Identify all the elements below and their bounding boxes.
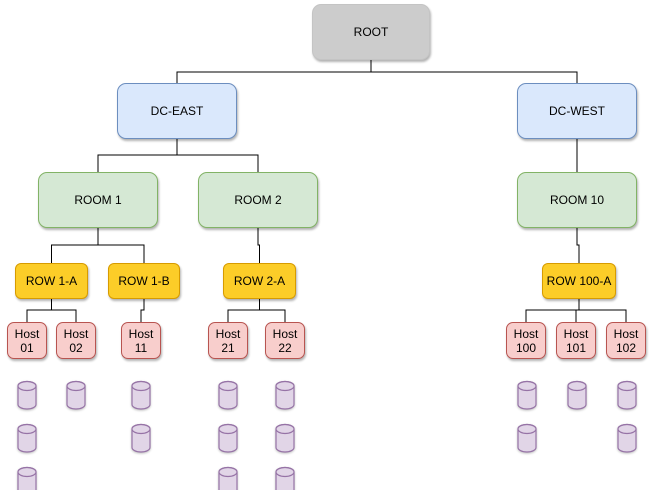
disk-icon bbox=[66, 380, 86, 410]
disk-cluster-host-101 bbox=[553, 380, 601, 410]
node-host-101: Host 101 bbox=[556, 322, 596, 359]
node-label: Host 100 bbox=[513, 326, 539, 355]
node-label: Host 02 bbox=[63, 326, 89, 355]
node-label: ROW 1-B bbox=[118, 274, 170, 288]
edge-line bbox=[176, 60, 372, 83]
node-row-2a: ROW 2-A bbox=[223, 263, 296, 299]
node-host-01: Host 01 bbox=[7, 322, 47, 359]
disk-icon bbox=[17, 423, 37, 453]
node-label: ROW 2-A bbox=[233, 274, 286, 288]
edge-line bbox=[176, 139, 259, 172]
disk-cluster-host-102 bbox=[603, 380, 649, 453]
node-label: DC-WEST bbox=[549, 104, 605, 118]
node-label: ROOM 10 bbox=[549, 193, 604, 207]
disk-cluster-host-02 bbox=[52, 380, 100, 410]
edge-line bbox=[578, 299, 627, 322]
disk-icon bbox=[218, 423, 238, 453]
node-host-21: Host 21 bbox=[208, 322, 248, 359]
node-label: Host 101 bbox=[563, 326, 589, 355]
edge-line bbox=[525, 299, 580, 322]
disk-icon bbox=[275, 380, 295, 410]
disk-icon bbox=[275, 466, 295, 490]
disk-icon bbox=[517, 380, 537, 410]
node-row-1b: ROW 1-B bbox=[108, 263, 180, 299]
disk-icon bbox=[617, 423, 637, 453]
edge-line bbox=[259, 299, 286, 322]
edge-line bbox=[257, 228, 260, 263]
node-label: ROOM 1 bbox=[74, 193, 122, 207]
disk-cluster-host-21 bbox=[204, 380, 252, 490]
edge-line bbox=[227, 299, 260, 322]
node-label: ROW 1-A bbox=[25, 274, 78, 288]
node-row-1a: ROW 1-A bbox=[15, 263, 88, 299]
node-label: Host 102 bbox=[613, 326, 639, 355]
node-label: Host 11 bbox=[128, 326, 154, 355]
node-label: ROOM 2 bbox=[234, 193, 282, 207]
disk-icon bbox=[567, 380, 587, 410]
edge-line bbox=[370, 60, 578, 83]
disk-cluster-host-22 bbox=[261, 380, 309, 490]
edge-line bbox=[97, 139, 178, 172]
node-row-100a: ROW 100-A bbox=[542, 263, 616, 299]
disk-icon bbox=[131, 423, 151, 453]
disk-icon bbox=[17, 380, 37, 410]
edge-line bbox=[51, 228, 99, 263]
node-room-10: ROOM 10 bbox=[517, 172, 637, 228]
node-room-2: ROOM 2 bbox=[198, 172, 318, 228]
node-label: ROOT bbox=[353, 25, 389, 39]
disk-cluster-host-01 bbox=[3, 380, 51, 490]
disk-cluster-host-100 bbox=[503, 380, 551, 453]
node-label: ROW 100-A bbox=[546, 274, 612, 288]
disk-icon bbox=[131, 380, 151, 410]
disk-icon bbox=[17, 466, 37, 490]
disk-cluster-host-11 bbox=[117, 380, 165, 453]
disk-icon bbox=[617, 380, 637, 410]
edge-line bbox=[97, 228, 145, 263]
disk-icon bbox=[218, 380, 238, 410]
edge-line bbox=[51, 299, 77, 322]
node-host-02: Host 02 bbox=[56, 322, 96, 359]
disk-icon bbox=[218, 466, 238, 490]
disk-icon bbox=[517, 423, 537, 453]
node-label: DC-EAST bbox=[150, 104, 204, 118]
node-label: Host 22 bbox=[272, 326, 298, 355]
node-root: ROOT bbox=[312, 4, 430, 60]
edge-line bbox=[26, 299, 52, 322]
node-dc-west: DC-WEST bbox=[517, 83, 637, 139]
edge-line bbox=[140, 299, 145, 322]
node-label: Host 21 bbox=[215, 326, 241, 355]
disk-icon bbox=[275, 423, 295, 453]
node-host-11: Host 11 bbox=[121, 322, 161, 359]
node-host-102: Host 102 bbox=[606, 322, 646, 359]
node-host-22: Host 22 bbox=[265, 322, 305, 359]
node-room-1: ROOM 1 bbox=[38, 172, 158, 228]
node-host-100: Host 100 bbox=[506, 322, 546, 359]
edge-line bbox=[576, 228, 580, 263]
node-label: Host 01 bbox=[14, 326, 40, 355]
node-dc-east: DC-EAST bbox=[117, 83, 237, 139]
